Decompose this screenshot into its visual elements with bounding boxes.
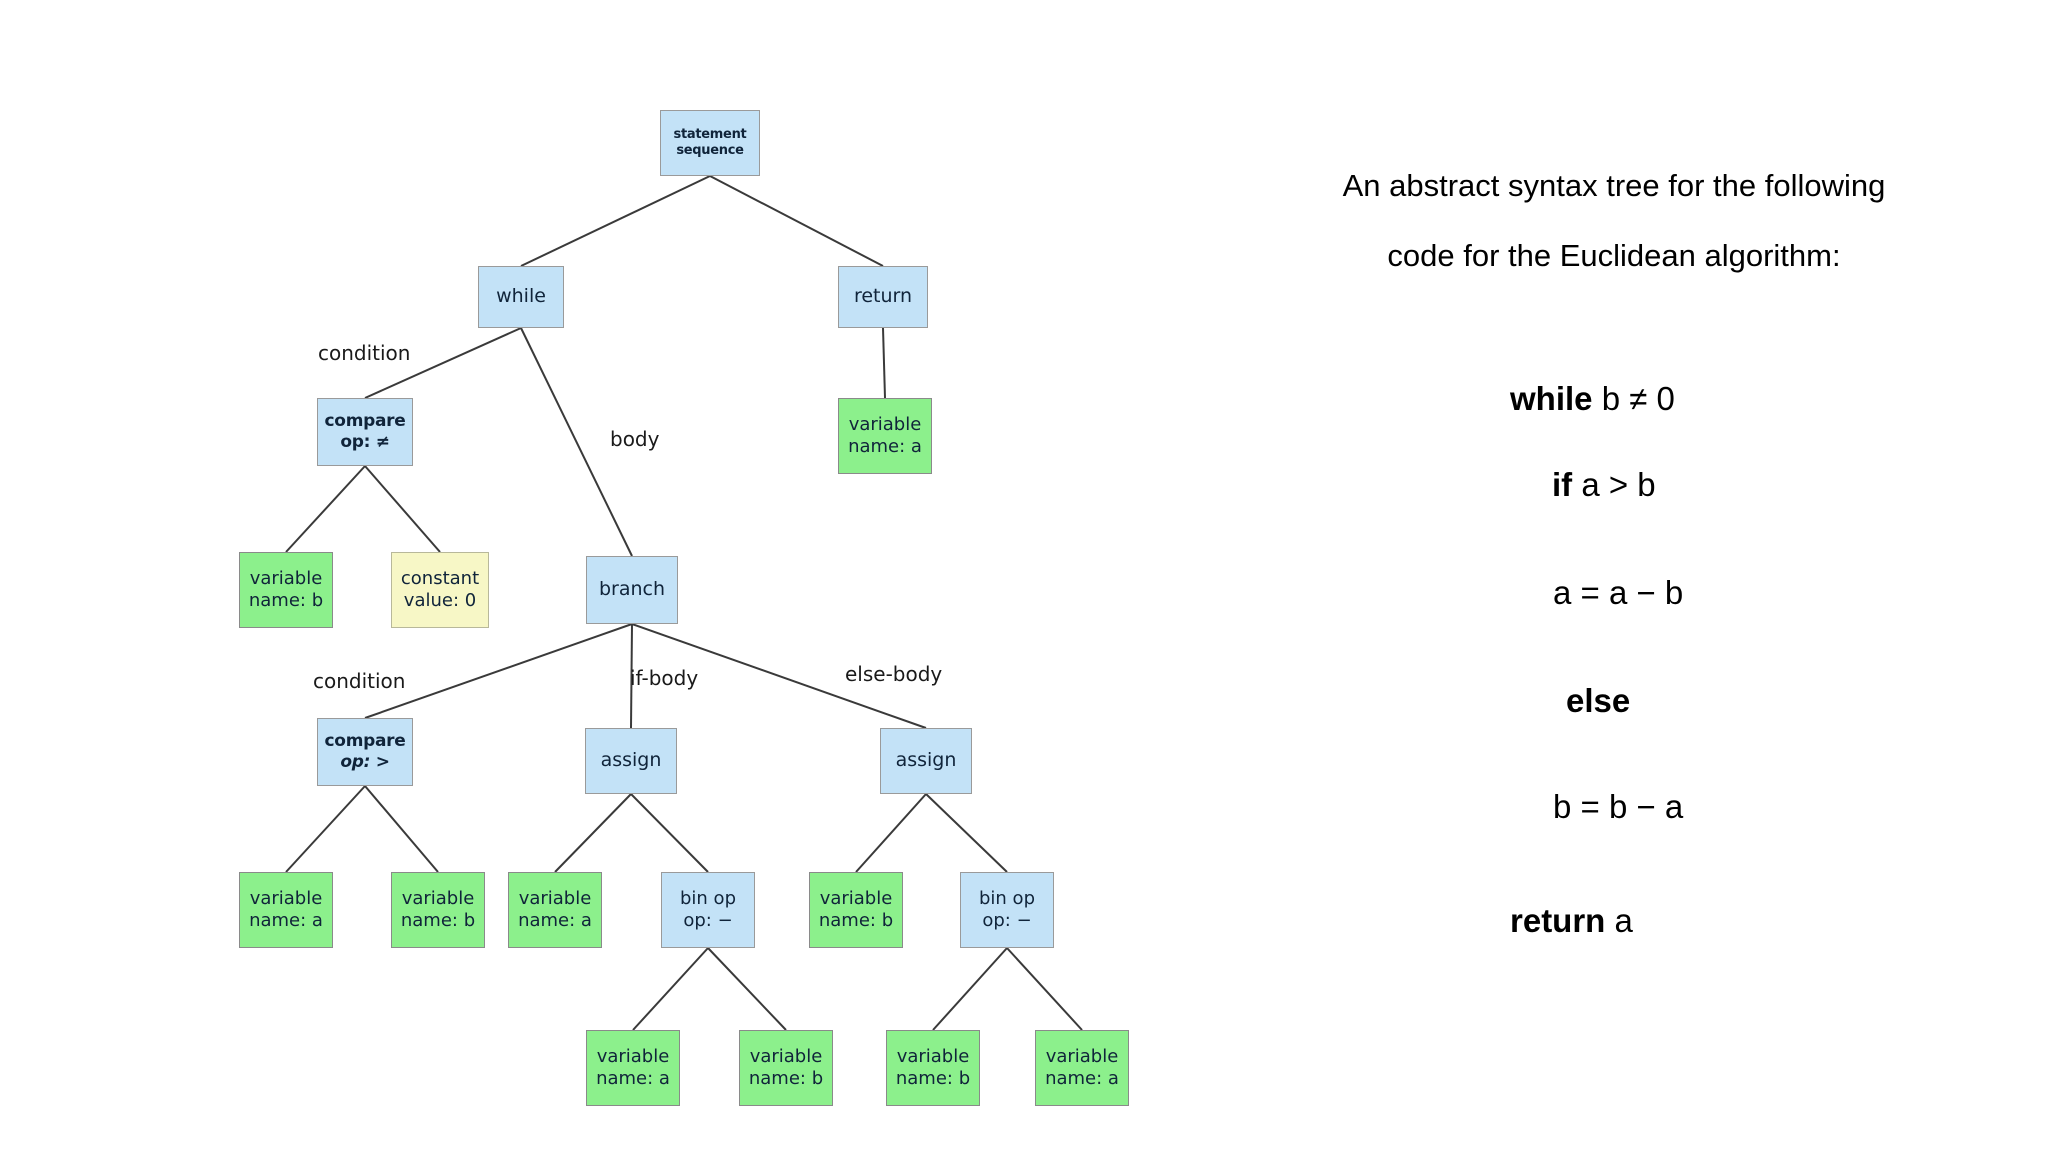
ast-node-label-secondary: value: 0	[403, 590, 477, 611]
ast-node-label-secondary: name: a	[1045, 1068, 1119, 1089]
ast-edge-n3-n4	[285, 465, 366, 553]
ast-node-label-secondary: op: >	[340, 752, 390, 772]
ast-el-condition-branch: condition	[313, 669, 406, 693]
ast-edge-n0-n2	[709, 175, 884, 267]
ast-node-label-primary: while	[496, 285, 546, 308]
ast-node-label-secondary: op: −	[683, 910, 733, 931]
ast-node-label-primary: variable	[896, 1046, 970, 1068]
ast-node-label-primary: variable	[249, 888, 323, 910]
ast-node-label-primary: variable	[401, 888, 475, 910]
ast-node-label-primary: variable	[518, 888, 592, 910]
ast-node-n2: return	[838, 266, 928, 328]
ast-node-label-primary: bin op	[979, 888, 1035, 910]
ast-node-label-primary: compare	[324, 411, 406, 432]
ast-node-label-primary: variable	[848, 414, 922, 436]
code-expression: b ≠ 0	[1592, 380, 1675, 417]
ast-node-label-primary: variable	[1045, 1046, 1119, 1068]
code-keyword: return	[1510, 902, 1606, 939]
ast-node-label-secondary: name: b	[248, 590, 324, 611]
code-expression: a = a − b	[1553, 574, 1684, 611]
ast-node-label-primary: variable	[249, 568, 323, 590]
code-expression: a > b	[1572, 466, 1656, 503]
ast-node-label-secondary: op: −	[982, 910, 1032, 931]
code-return: return a	[1510, 902, 1633, 940]
ast-edge-n2-n7	[882, 327, 886, 399]
ast-node-label-primary: compare	[324, 731, 406, 752]
ast-node-label-primary: variable	[819, 888, 893, 910]
ast-el-if-body: if-body	[630, 666, 699, 690]
caption-panel: An abstract syntax tree for the followin…	[1180, 0, 2048, 1152]
ast-node-n6: branch	[586, 556, 678, 624]
ast-node-label-primary: assign	[895, 749, 957, 772]
ast-node-label-secondary: name: b	[748, 1068, 824, 1089]
ast-node-label-primary: constant	[400, 568, 480, 590]
code-assign2: b = b − a	[1553, 788, 1683, 826]
code-keyword: if	[1552, 466, 1573, 503]
ast-edge-n0-n1	[520, 175, 711, 267]
ast-edge-n16-n19	[932, 947, 1008, 1031]
ast-node-label-primary: statement	[673, 127, 747, 143]
caption-line-1: An abstract syntax tree for the followin…	[1342, 168, 1886, 203]
code-assign1: a = a − b	[1553, 574, 1683, 612]
ast-node-label-primary: variable	[596, 1046, 670, 1068]
ast-node-label-primary: assign	[600, 749, 662, 772]
ast-node-label-secondary: sequence	[676, 143, 744, 158]
ast-edge-n10-n15	[855, 793, 927, 873]
ast-node-label-primary: variable	[749, 1046, 823, 1068]
ast-edge-n14-n17	[632, 947, 709, 1031]
ast-edge-n9-n13	[554, 793, 632, 873]
code-if: if a > b	[1552, 466, 1656, 504]
ast-edge-n8-n12	[364, 785, 439, 873]
ast-node-label-primary: branch	[598, 578, 666, 601]
ast-node-label-primary: bin op	[680, 888, 736, 910]
ast-edge-n9-n14	[630, 793, 709, 873]
ast-node-n10: assign	[880, 728, 972, 794]
ast-node-label-secondary: name: a	[518, 910, 592, 931]
ast-edge-n3-n5	[364, 465, 441, 553]
ast-edge-n10-n16	[925, 793, 1008, 873]
ast-node-label-secondary: name: a	[249, 910, 323, 931]
ast-node-label-secondary: op: ≠	[340, 432, 390, 452]
ast-edge-n8-n11	[285, 785, 366, 873]
ast-el-condition-while: condition	[318, 341, 411, 365]
ast-node-label-secondary: name: a	[848, 436, 922, 457]
code-expression: a	[1605, 902, 1633, 939]
caption-line-2: code for the Euclidean algorithm:	[1387, 238, 1841, 273]
ast-edge-n16-n20	[1006, 947, 1083, 1031]
ast-edge-n14-n18	[707, 947, 787, 1031]
ast-node-label-secondary: name: a	[596, 1068, 670, 1089]
code-keyword: while	[1510, 380, 1593, 417]
ast-node-n9: assign	[585, 728, 677, 794]
code-keyword: else	[1566, 682, 1631, 719]
code-while: while b ≠ 0	[1510, 380, 1675, 418]
ast-node-label-secondary: name: b	[400, 910, 476, 931]
ast-node-label-primary: return	[853, 285, 913, 308]
ast-node-n1: while	[478, 266, 564, 328]
code-expression: b = b − a	[1553, 788, 1684, 825]
ast-node-label-secondary: name: b	[895, 1068, 971, 1089]
code-else: else	[1566, 682, 1630, 720]
ast-el-body: body	[610, 427, 660, 451]
ast-el-else-body: else-body	[845, 662, 943, 686]
ast-node-label-secondary: name: b	[818, 910, 894, 931]
